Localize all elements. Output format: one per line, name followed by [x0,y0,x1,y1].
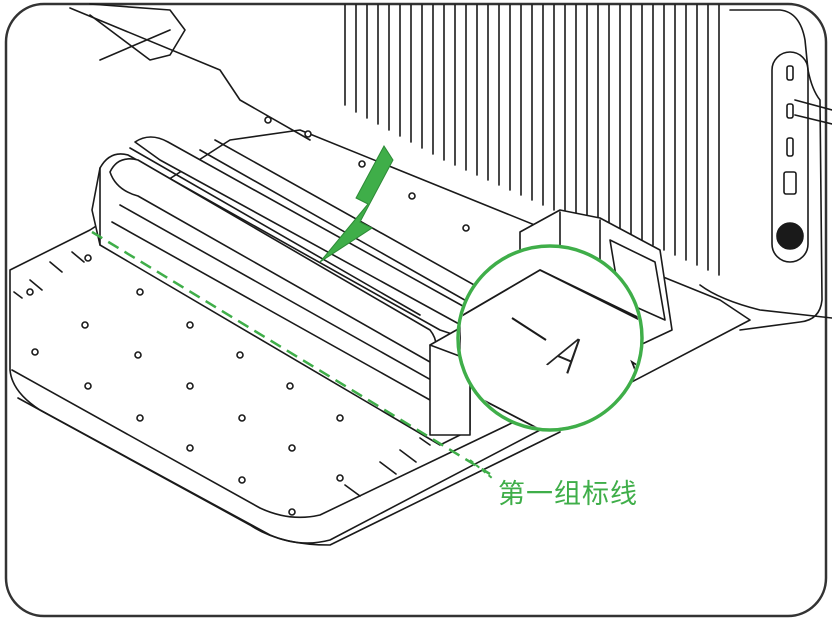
heatsink-fins [344,4,720,276]
down-left-arrow-icon [319,145,394,263]
port-panel [771,51,809,263]
callout-label: 第一组标线 [498,479,638,510]
power-button [776,222,804,250]
mark-dash [511,317,547,341]
plate-holes [26,116,470,516]
reference-line [91,230,491,476]
magnifier [456,244,644,432]
outer-frame [4,2,828,618]
machine-drawing [9,3,832,546]
